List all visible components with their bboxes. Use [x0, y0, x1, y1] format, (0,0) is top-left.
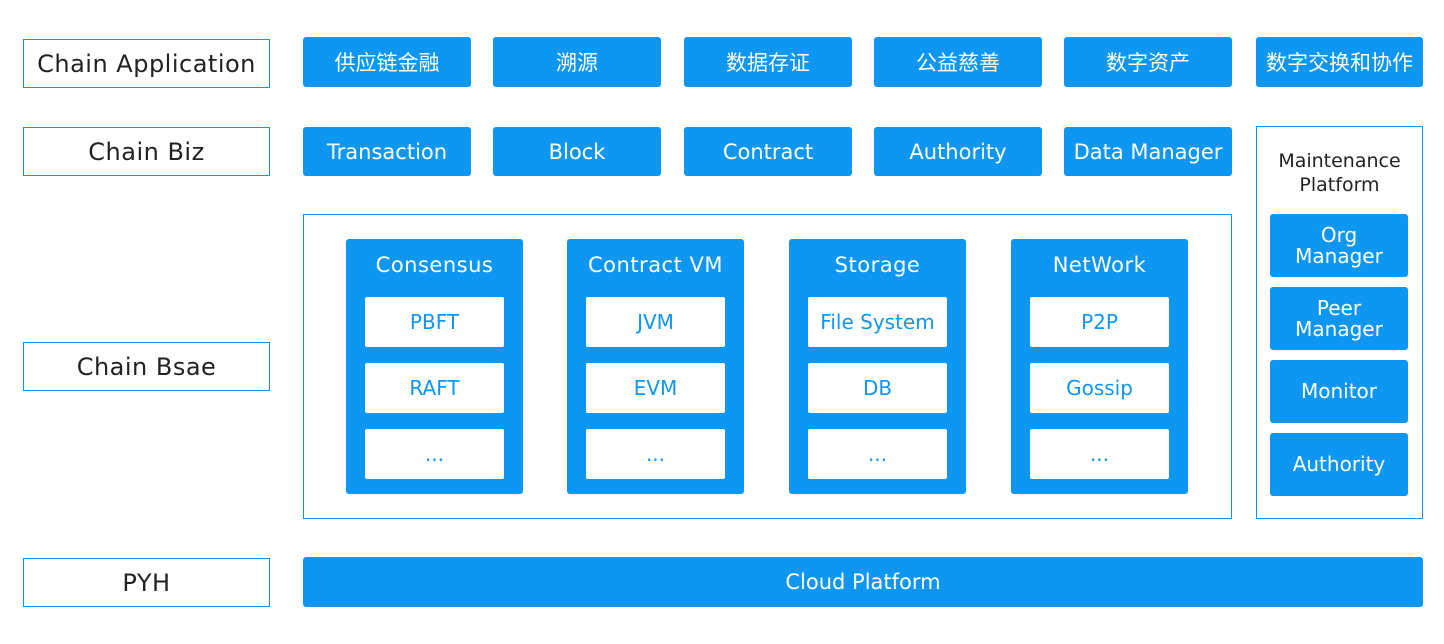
maintenance-title-line: Maintenance: [1278, 150, 1401, 172]
maintenance-org-manager: Org Manager: [1270, 214, 1408, 277]
biz-box-transaction: Transaction: [303, 127, 471, 176]
app-box-supply-chain-finance: 供应链金融: [303, 37, 471, 87]
app-box-charity: 公益慈善: [874, 37, 1042, 87]
maintenance-platform-title: Maintenance Platform: [1256, 149, 1423, 197]
column-item: ...: [1030, 429, 1169, 479]
layer-label-text: PYH: [122, 568, 171, 597]
layer-label-text: Chain Application: [37, 49, 256, 78]
app-box-traceability: 溯源: [493, 37, 661, 87]
layer-label-text: Chain Bsae: [76, 352, 217, 381]
column-title: Consensus: [375, 253, 494, 277]
column-item: ...: [365, 429, 504, 479]
biz-box-authority: Authority: [874, 127, 1042, 176]
layer-label-text: Chain Biz: [88, 137, 205, 166]
column-item: RAFT: [365, 363, 504, 413]
maintenance-item-line: Org: [1320, 222, 1358, 247]
maintenance-item-line: Manager: [1295, 316, 1383, 341]
column-item: ...: [808, 429, 947, 479]
column-item: File System: [808, 297, 947, 347]
maintenance-title-line: Platform: [1299, 174, 1380, 196]
app-box-data-notarization: 数据存证: [684, 37, 852, 87]
column-item: ...: [586, 429, 725, 479]
column-item: PBFT: [365, 297, 504, 347]
biz-box-block: Block: [493, 127, 661, 176]
column-item: EVM: [586, 363, 725, 413]
maintenance-item-line: Peer: [1316, 295, 1362, 320]
app-box-digital-exchange: 数字交换和协作: [1256, 37, 1423, 87]
column-item: JVM: [586, 297, 725, 347]
app-box-digital-assets: 数字资产: [1064, 37, 1232, 87]
column-title: NetWork: [1052, 253, 1147, 277]
layer-label-chain-application: Chain Application: [23, 39, 270, 88]
column-item: P2P: [1030, 297, 1169, 347]
column-title: Contract VM: [588, 253, 723, 277]
layer-label-pyh: PYH: [23, 558, 270, 607]
maintenance-monitor: Monitor: [1270, 360, 1408, 423]
maintenance-item-line: Authority: [1292, 452, 1386, 476]
layer-label-chain-base: Chain Bsae: [23, 342, 270, 391]
layer-label-chain-biz: Chain Biz: [23, 127, 270, 176]
maintenance-item-line: Monitor: [1300, 379, 1378, 403]
biz-box-contract: Contract: [684, 127, 852, 176]
maintenance-item-line: Manager: [1295, 243, 1383, 268]
maintenance-authority: Authority: [1270, 433, 1408, 496]
cloud-platform-bar: Cloud Platform: [303, 557, 1423, 607]
column-title: Storage: [834, 253, 921, 277]
column-item: DB: [808, 363, 947, 413]
column-item: Gossip: [1030, 363, 1169, 413]
maintenance-peer-manager: Peer Manager: [1270, 287, 1408, 350]
biz-box-data-manager: Data Manager: [1064, 127, 1232, 176]
